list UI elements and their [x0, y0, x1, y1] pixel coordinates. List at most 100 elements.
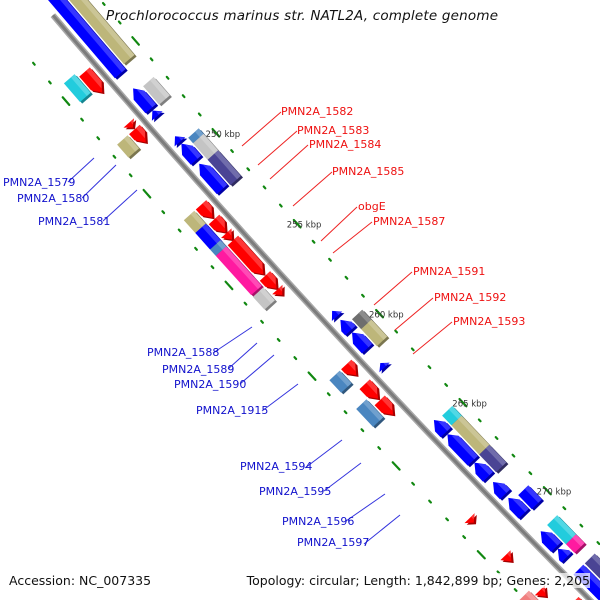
- gene-label[interactable]: PMN2A_1580: [17, 192, 90, 205]
- gene-PMN2A_1594[interactable]: [442, 406, 464, 427]
- major-tick: [61, 96, 71, 106]
- feature-highlight: [70, 74, 91, 96]
- gene-PMN2A_1596[interactable]: [479, 444, 509, 474]
- gene-feature[interactable]: [557, 548, 574, 564]
- gene-label[interactable]: PMN2A_1582: [281, 105, 354, 118]
- gene-feature[interactable]: [584, 553, 600, 593]
- gene-label[interactable]: PMN2A_1597: [297, 536, 370, 549]
- gene-PMN2A_1584[interactable]: [210, 240, 229, 258]
- gene-label[interactable]: PMN2A_1594: [240, 460, 313, 473]
- feature-body: [540, 531, 562, 552]
- gene-feature[interactable]: [181, 143, 204, 167]
- major-tick: [542, 486, 552, 496]
- gene-feature[interactable]: [221, 228, 235, 242]
- minor-tick: [596, 541, 600, 546]
- gene-feature[interactable]: [352, 332, 375, 356]
- gene-PMN2A_1595[interactable]: [451, 415, 492, 457]
- gene-feature[interactable]: [38, 0, 137, 66]
- gene-feature[interactable]: [151, 110, 165, 123]
- feature-body: [451, 415, 490, 455]
- tick-label: 265 kbp: [452, 399, 487, 409]
- gene-feature[interactable]: [340, 319, 358, 337]
- feature-highlight: [572, 534, 585, 547]
- gene-label[interactable]: PMN2A_1588: [147, 346, 220, 359]
- gene-feature[interactable]: [123, 118, 137, 130]
- major-tick: [224, 280, 234, 291]
- minor-tick: [311, 239, 316, 244]
- feature-highlight: [222, 246, 262, 289]
- gene-label[interactable]: PMN2A_1589: [162, 363, 235, 376]
- minor-tick: [411, 481, 416, 486]
- gene-feature[interactable]: [519, 590, 542, 600]
- feature-highlight: [216, 240, 227, 250]
- gene-feature[interactable]: [433, 420, 453, 439]
- gene-PMN2A_1585[interactable]: [215, 246, 264, 297]
- gene-label[interactable]: PMN2A_1581: [38, 215, 111, 228]
- gene-label[interactable]: PMN2A_1584: [309, 138, 382, 151]
- gene-label[interactable]: PMN2A_1915: [196, 404, 269, 417]
- gene-feature[interactable]: [493, 482, 513, 501]
- gene-feature[interactable]: [540, 531, 564, 554]
- gene-feature[interactable]: [474, 462, 496, 484]
- gene-feature[interactable]: [374, 395, 396, 417]
- leader-line: [323, 462, 362, 492]
- gene-PMN2A_1592[interactable]: [359, 379, 381, 401]
- gene-PMN2A_1579[interactable]: [188, 128, 206, 145]
- gene-label[interactable]: PMN2A_1585: [332, 165, 405, 178]
- gene-label[interactable]: PMN2A_1590: [174, 378, 247, 391]
- gene-feature[interactable]: [208, 214, 228, 234]
- gene-feature[interactable]: [143, 77, 172, 107]
- gene-PMN2A_1588[interactable]: [352, 309, 374, 331]
- gene-feature[interactable]: [199, 163, 230, 196]
- gene-label[interactable]: PMN2A_1583: [297, 124, 370, 137]
- gene-label[interactable]: PMN2A_1587: [373, 215, 446, 228]
- gene-feature[interactable]: [565, 534, 587, 555]
- feature-highlight: [451, 435, 478, 460]
- gene-feature[interactable]: [272, 284, 285, 297]
- gene-feature[interactable]: [227, 235, 266, 276]
- gene-PMN2A_1593[interactable]: [356, 399, 386, 429]
- gene-feature[interactable]: [547, 515, 579, 546]
- minor-tick: [96, 136, 101, 141]
- gene-label[interactable]: PMN2A_1579: [3, 176, 76, 189]
- gene-label[interactable]: PMN2A_1592: [434, 291, 507, 304]
- gene-feature[interactable]: [117, 135, 142, 160]
- feature-body: [227, 235, 264, 275]
- gene-PMN2A_1589[interactable]: [361, 319, 390, 348]
- gene-feature[interactable]: [341, 359, 359, 377]
- minor-tick: [210, 265, 215, 270]
- major-tick: [131, 36, 140, 46]
- gene-label[interactable]: PMN2A_1595: [259, 485, 332, 498]
- gene-label[interactable]: PMN2A_1593: [453, 315, 526, 328]
- gene-feature[interactable]: [133, 88, 159, 115]
- gene-feature[interactable]: [195, 200, 215, 220]
- gene-label[interactable]: PMN2A_1591: [413, 265, 486, 278]
- gene-label[interactable]: PMN2A_1596: [282, 515, 355, 528]
- gene-PMN2A_1915[interactable]: [379, 362, 392, 374]
- gene-feature[interactable]: [331, 310, 345, 323]
- feature-highlight: [130, 118, 134, 125]
- gene-PMN2A_1597[interactable]: [518, 485, 544, 511]
- feature-body: [183, 210, 206, 233]
- gene-feature[interactable]: [259, 271, 279, 291]
- minor-tick: [101, 1, 106, 6]
- gene-PMN2A_1591[interactable]: [329, 370, 354, 395]
- feature-highlight: [199, 133, 219, 154]
- gene-feature[interactable]: [464, 513, 477, 525]
- minor-tick: [328, 257, 332, 262]
- gene-label[interactable]: obgE: [358, 200, 386, 213]
- minor-tick: [48, 80, 52, 85]
- gene-feature[interactable]: [79, 67, 105, 95]
- gene-feature[interactable]: [447, 434, 480, 468]
- gene-feature[interactable]: [26, 0, 128, 80]
- feature-highlight: [190, 210, 206, 227]
- gene-feature[interactable]: [63, 74, 93, 104]
- gene-feature[interactable]: [129, 124, 148, 144]
- gene-feature[interactable]: [500, 550, 514, 563]
- gene-feature[interactable]: [508, 497, 531, 521]
- gene-feature[interactable]: [174, 136, 188, 148]
- gene-PMN2A_1581[interactable]: [207, 150, 243, 187]
- minor-tick: [528, 471, 533, 476]
- gene-obgE[interactable]: [252, 287, 277, 312]
